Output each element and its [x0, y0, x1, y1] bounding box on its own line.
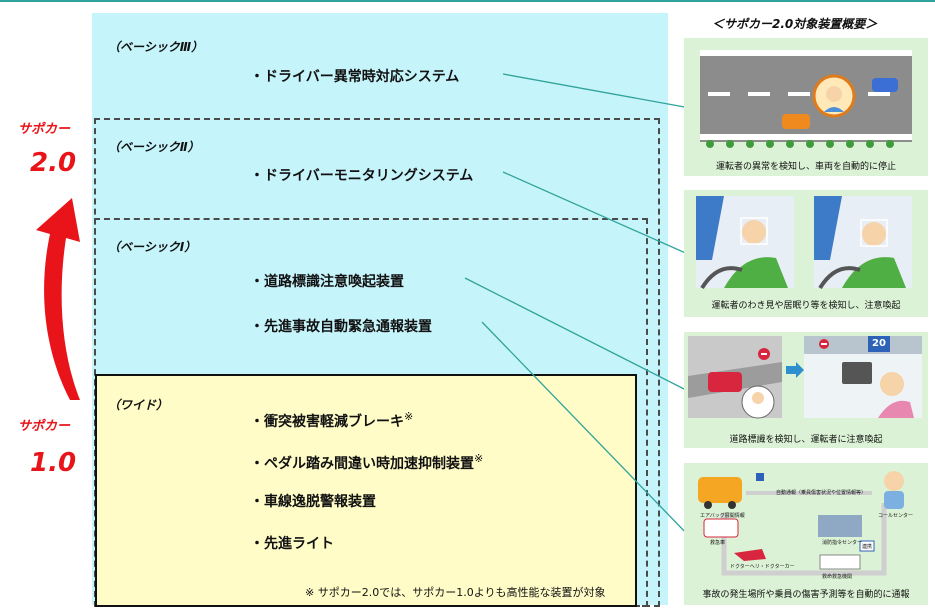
panel-driver-emergency: 運転者の異常を検知し、車両を自動的に停止	[684, 38, 928, 176]
feature-pedal-misapplication: ・ペダル踏み間違い時加速抑制装置※	[250, 452, 483, 473]
panel-3-caption: 道路標識を検知し、運転者に注意喚起	[729, 435, 883, 445]
panel-emergency-call: 自動通報（乗員傷害状況や位置情報等） エアバッグ展開情報 コールセンター 消防指…	[684, 463, 928, 605]
network-label-ambulance: 救急車	[710, 540, 726, 546]
emergency-network-illustration	[698, 471, 904, 576]
level-wide-label: （ワイド）	[108, 398, 169, 412]
connector-line-3	[464, 277, 691, 393]
network-label-critical-care: 救命救急機関	[822, 574, 853, 580]
feature-collision-brake-text: ・衝突被害軽減ブレーキ	[250, 414, 404, 430]
road-sign-illustration	[688, 336, 922, 419]
asterisk-mark: ※	[404, 410, 414, 423]
level-basic2-label: （ベーシックⅡ）	[108, 140, 200, 154]
level-basic1-label: （ベーシックⅠ）	[108, 240, 197, 254]
connector-line-4	[481, 321, 691, 538]
panel-road-sign: 20 道路標識を検知し、運転者に注意喚起	[684, 332, 928, 448]
right-title: ＜サポカー2.0対象装置概要＞	[712, 17, 878, 31]
feature-driver-monitoring: ・ドライバーモニタリングシステム	[250, 168, 474, 184]
connector-line-2	[502, 171, 691, 256]
asterisk-mark: ※	[474, 452, 484, 465]
sapoka-1-prefix: サポカー	[18, 419, 71, 434]
panel-4-caption: 事故の発生場所や乗員の傷害予測等を自動的に通報	[702, 590, 910, 600]
feature-advanced-light: ・先進ライト	[250, 536, 334, 552]
speed-limit-sign: 20	[868, 336, 890, 352]
connector-line-1	[502, 73, 691, 109]
network-label-fire-command: 消防指令センター	[822, 540, 863, 546]
highway-stop-illustration	[700, 50, 912, 148]
feature-collision-brake: ・衝突被害軽減ブレーキ※	[250, 410, 413, 431]
network-label-doctor-heli: ドクターヘリ・ドクターカー	[730, 564, 795, 570]
sapoka-2-prefix: サポカー	[18, 122, 71, 137]
wide-area	[95, 374, 637, 607]
feature-emergency-call: ・先進事故自動緊急通報装置	[250, 319, 432, 335]
feature-pedal-misapplication-text: ・ペダル踏み間違い時加速抑制装置	[250, 456, 474, 472]
feature-road-sign-alert: ・道路標識注意喚起装置	[250, 274, 404, 290]
panel-driver-monitoring: 運転者のわき見や居眠り等を検知し、注意喚起	[684, 190, 928, 317]
panel-2-caption: 運転者のわき見や居眠り等を検知し、注意喚起	[711, 301, 901, 311]
upgrade-arrow-icon	[36, 198, 80, 400]
footnote: ※ サポカー2.0では、サポカー1.0よりも高性能な装置が対象	[305, 586, 606, 599]
network-label-auto-report: 自動通報（乗員傷害状況や位置情報等）	[776, 490, 867, 496]
network-label-airbag: エアバッグ展開情報	[700, 513, 745, 519]
network-label-call-center: コールセンター	[878, 513, 914, 519]
network-label-cooperation: 連携	[862, 544, 873, 550]
level-basic3-label: （ベーシックⅢ）	[108, 40, 204, 54]
feature-driver-emergency: ・ドライバー異常時対応システム	[250, 69, 460, 85]
top-accent-line	[0, 0, 935, 2]
driver-monitoring-illustration	[696, 196, 912, 290]
sapoka-1-version: 1.0	[30, 448, 77, 478]
sapoka-2-version: 2.0	[30, 148, 77, 178]
panel-1-caption: 運転者の異常を検知し、車両を自動的に停止	[715, 162, 896, 172]
feature-lane-departure: ・車線逸脱警報装置	[250, 494, 376, 510]
